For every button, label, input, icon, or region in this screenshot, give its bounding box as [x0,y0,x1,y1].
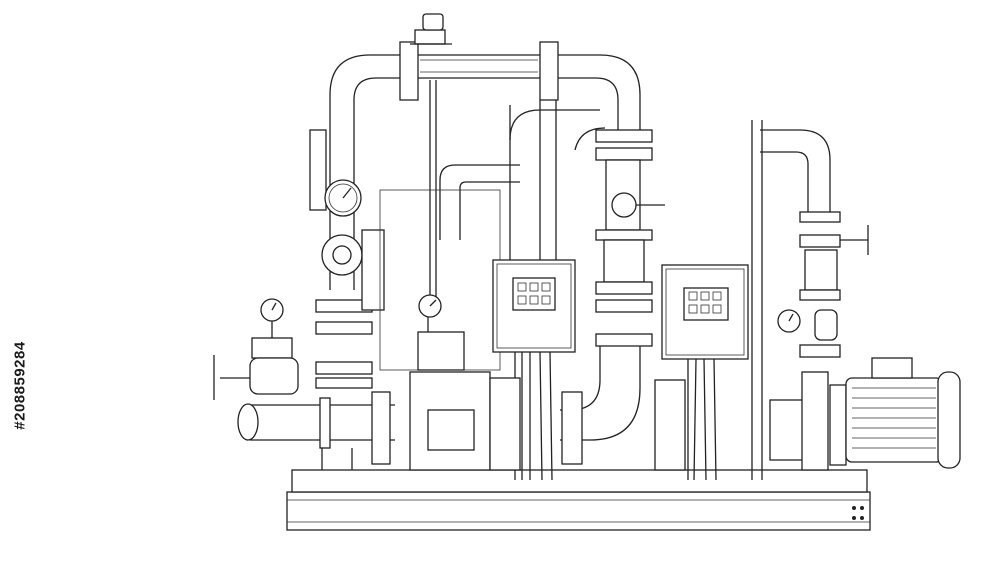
base-skid [286,469,871,531]
stock-id-text: #208859284 [11,340,29,430]
control-panel-left [492,259,576,481]
pressure-gauge-icon [611,192,637,218]
left-inlet [213,298,395,470]
left-manifold [309,129,385,389]
central-piping [379,80,606,371]
top-pipe-loop [329,13,641,290]
electric-motor [769,357,961,471]
valve-stack [560,129,665,441]
stock-id-label: #208859284 [8,310,32,460]
pump-casings [409,294,686,471]
electric-motor-icon [845,377,943,463]
control-panel-right [661,120,763,481]
right-upper-pipe [760,129,869,358]
